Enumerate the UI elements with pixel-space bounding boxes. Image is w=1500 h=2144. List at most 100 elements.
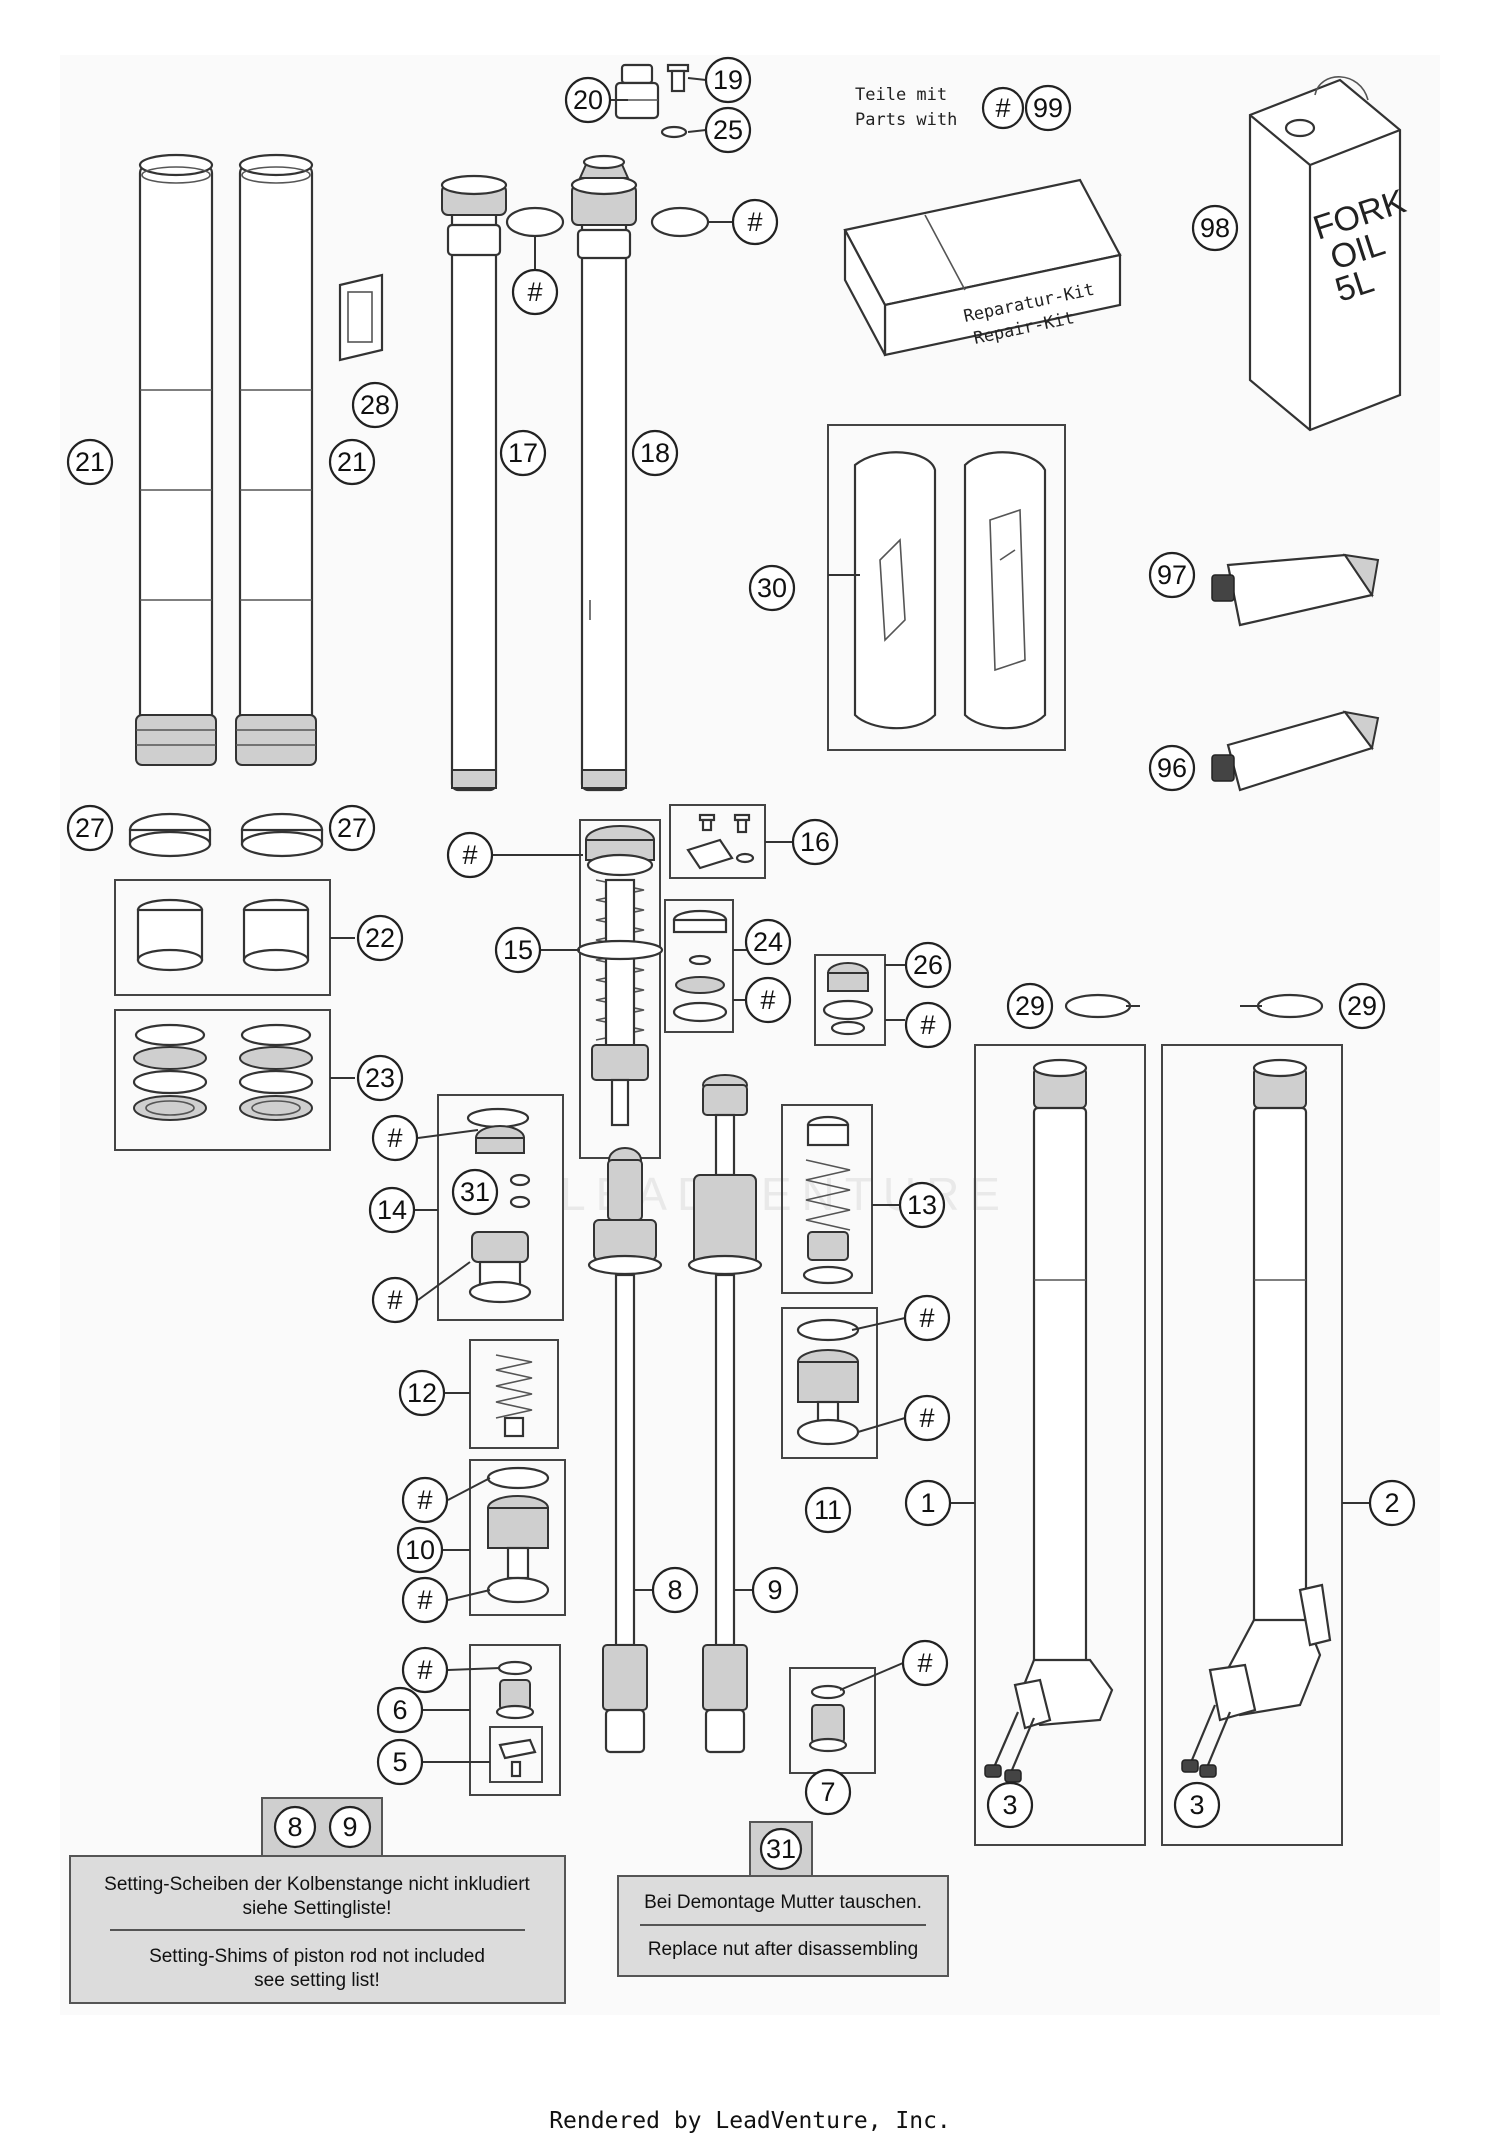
callout-17: 17	[499, 429, 547, 477]
callout-25: 25	[704, 106, 752, 154]
svg-text:#: #	[527, 277, 542, 307]
svg-text:9: 9	[767, 1575, 782, 1605]
o-ring-29-left	[1064, 993, 1132, 1019]
svg-text:21: 21	[337, 447, 367, 477]
svg-text:13: 13	[907, 1190, 937, 1220]
callout-97: 97	[1148, 551, 1196, 599]
callout-1: 1	[904, 1479, 952, 1527]
callout-30: 30	[748, 564, 796, 612]
callout-hash-11a: #	[903, 1294, 951, 1342]
note-nut-en: Replace nut after disassembling	[648, 1939, 918, 1960]
svg-text:3: 3	[1002, 1790, 1017, 1820]
svg-text:16: 16	[800, 827, 830, 857]
svg-text:8: 8	[667, 1575, 682, 1605]
callout-3-left: 3	[986, 1781, 1034, 1829]
spring-assembly-15	[576, 825, 664, 1127]
frame-11	[781, 1307, 878, 1459]
callout-19: 19	[704, 56, 752, 104]
svg-text:6: 6	[392, 1695, 407, 1725]
callout-14: 14	[368, 1186, 416, 1234]
frame-26	[814, 954, 886, 1046]
svg-text:29: 29	[1015, 991, 1045, 1021]
callout-hash-10a: #	[401, 1476, 449, 1524]
outer-tube-21-left	[135, 153, 217, 766]
piston-rod-9	[687, 1074, 763, 1754]
bushing-22-right	[242, 898, 310, 972]
frame-23	[114, 1009, 331, 1151]
svg-text:#: #	[387, 1123, 402, 1153]
callout-23: 23	[356, 1054, 404, 1102]
svg-text:27: 27	[75, 813, 105, 843]
callout-26: 26	[904, 941, 952, 989]
svg-text:99: 99	[1033, 93, 1063, 123]
frame-10	[469, 1459, 566, 1616]
svg-text:#: #	[417, 1585, 432, 1615]
note-shims: 8 9 Setting-Scheiben der Kolbenstange ni…	[69, 1797, 566, 2004]
callout-22: 22	[356, 914, 404, 962]
grease-tube-97	[1211, 553, 1380, 627]
svg-text:22: 22	[365, 923, 395, 953]
callout-99: 99	[1024, 84, 1072, 132]
svg-text:98: 98	[1200, 213, 1230, 243]
svg-text:19: 19	[713, 65, 743, 95]
callout-21-right: 21	[328, 438, 376, 486]
callout-98: 98	[1191, 204, 1239, 252]
fork-guard-right	[963, 451, 1047, 730]
svg-text:26: 26	[913, 950, 943, 980]
callout-27-left: 27	[66, 804, 114, 852]
callout-hash-o18: #	[731, 198, 779, 246]
svg-text:#: #	[462, 840, 477, 870]
callout-hash-15: #	[446, 831, 494, 879]
callout-31: 31	[451, 1168, 499, 1216]
repair-kit-box: Reparatur-Kit Repair-Kit	[843, 178, 1122, 357]
fork-guard-left	[853, 451, 937, 730]
top-cap-20	[614, 63, 660, 120]
callout-hash-kit: #	[981, 86, 1025, 130]
svg-text:96: 96	[1157, 753, 1187, 783]
inner-tube-17	[440, 174, 508, 792]
outer-tube-21-right	[235, 153, 317, 766]
o-ring-tube-18	[650, 206, 710, 238]
note-shims-callout-9: 9	[328, 1805, 372, 1849]
kit-label-de: Teile mit	[855, 85, 947, 105]
fork-leg-1	[984, 1058, 1114, 1783]
callout-6: 6	[376, 1686, 424, 1734]
svg-text:10: 10	[405, 1535, 435, 1565]
svg-text:27: 27	[337, 813, 367, 843]
svg-text:#: #	[760, 985, 775, 1015]
svg-text:15: 15	[503, 935, 533, 965]
callout-13: 13	[898, 1181, 946, 1229]
seals-23-right	[238, 1023, 314, 1121]
svg-text:3: 3	[1189, 1790, 1204, 1820]
callout-3-right: 3	[1173, 1781, 1221, 1829]
callout-9: 9	[751, 1566, 799, 1614]
hardware-16	[686, 813, 755, 870]
washer-25	[660, 125, 688, 139]
callout-hash-10b: #	[401, 1576, 449, 1624]
callout-27-right: 27	[328, 804, 376, 852]
piston-rod-8	[587, 1147, 663, 1754]
parts-7	[808, 1684, 848, 1753]
callout-hash-7: #	[901, 1639, 949, 1687]
frame-14	[437, 1094, 564, 1321]
frame-5	[489, 1726, 543, 1783]
svg-text:#: #	[917, 1648, 932, 1678]
frame-fork-leg-2	[1161, 1044, 1343, 1846]
svg-text:23: 23	[365, 1063, 395, 1093]
callout-hash-26: #	[904, 1001, 952, 1049]
callout-hash-o17: #	[511, 268, 559, 316]
fork-leg-2	[1181, 1058, 1332, 1778]
note-shims-de-line1: Setting-Scheiben der Kolbenstange nicht …	[104, 1874, 530, 1895]
note-shims-de-line2: siehe Settingliste!	[243, 1898, 392, 1919]
footer-credit: Rendered by LeadVenture, Inc.	[549, 2108, 951, 2134]
svg-text:21: 21	[75, 447, 105, 477]
callout-21-left: 21	[66, 438, 114, 486]
svg-text:#: #	[920, 1010, 935, 1040]
svg-text:18: 18	[640, 438, 670, 468]
spring-12	[495, 1354, 533, 1438]
svg-text:1: 1	[920, 1488, 935, 1518]
note-nut: 31 Bei Demontage Mutter tauschen. Replac…	[617, 1821, 949, 1977]
svg-text:11: 11	[814, 1495, 842, 1525]
note-nut-callout-31: 31	[759, 1827, 803, 1871]
